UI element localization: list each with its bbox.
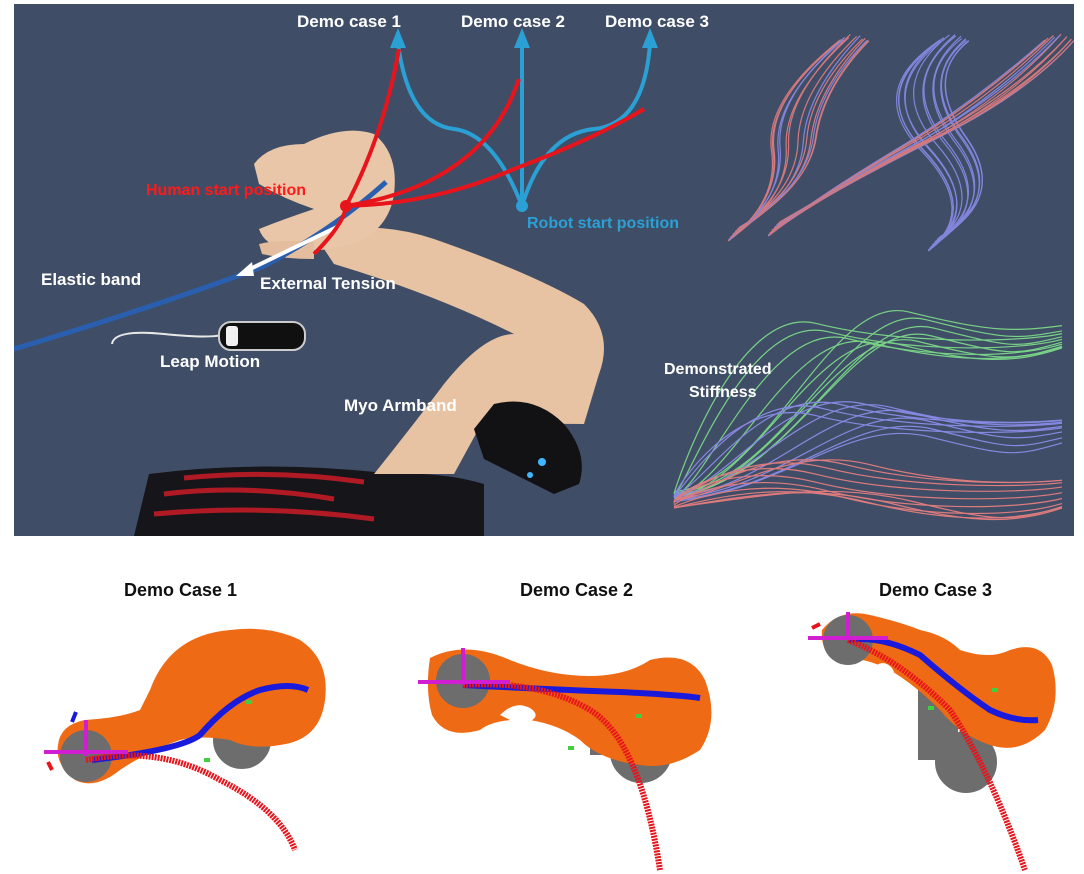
robot-trajectory-case1 (91, 683, 310, 763)
stiffness-curve (673, 405, 1063, 497)
stiffness-label-line2: Stiffness (689, 384, 757, 401)
robot-demo-paths (396, 43, 652, 207)
stiffness-curve (673, 417, 1063, 499)
stiffness-curve (673, 341, 1063, 499)
trajectory-sample (938, 39, 981, 239)
external-tension-arrow (245, 224, 340, 273)
myo-armband-label: Myo Armband (344, 396, 457, 415)
case-title-3: Demo Case 3 (879, 580, 993, 600)
stiffness-curve (673, 409, 1063, 498)
trajectory-sample (923, 35, 969, 243)
trajectory-sample (939, 40, 983, 238)
trajectory-sample (732, 34, 851, 235)
stiffness-curve (673, 491, 1063, 519)
demo-case-2-robot (418, 648, 712, 871)
robot-reproduction-panel: Demo Case 1 Demo Case 2 Demo Case 3 (0, 540, 1084, 874)
demo-case-3-label: Demo case 3 (605, 12, 709, 31)
demonstration-setup-panel: Demo case 1 Demo case 2 Demo case 3 Huma… (14, 4, 1074, 536)
demo-case-2-label: Demo case 2 (461, 12, 565, 31)
stiffness-curve (673, 333, 1063, 497)
stiffness-curve (673, 321, 1063, 495)
human-start-label: Human start position (146, 182, 307, 199)
myo-armband-device (474, 401, 582, 494)
demo-case-1-robot (44, 628, 326, 852)
setup-illustration (14, 28, 1074, 536)
demo-case-1-label: Demo case 1 (297, 12, 401, 31)
stiffness-profiles (673, 309, 1063, 521)
trajectory-sample (904, 37, 958, 249)
stiffness-curve (673, 425, 1063, 501)
stiffness-curve (673, 309, 1063, 493)
trajectory-sample (729, 36, 846, 238)
demonstrated-trajectories (727, 33, 1074, 252)
robot-simulations (44, 612, 1056, 871)
trajectory-sample (728, 39, 842, 241)
trajectory-sample (728, 40, 841, 242)
stiffness-curve (673, 482, 1063, 508)
trajectory-sample (738, 40, 868, 228)
trajectory-sample (896, 40, 953, 252)
trajectory-sample (734, 36, 858, 233)
stiffness-curve (673, 336, 1063, 498)
trajectory-sample (768, 40, 1047, 237)
hand (254, 130, 395, 251)
demo-case-3-robot (808, 612, 1056, 871)
stiffness-curve (673, 487, 1063, 515)
robot-trajectory-case3 (847, 636, 1039, 724)
stiffness-curve (673, 412, 1063, 498)
trajectory-sample (913, 34, 963, 246)
stiffness-curve (673, 317, 1063, 494)
stiffness-curve (673, 462, 1063, 502)
human-trajectory-case3 (846, 637, 1028, 871)
shirt-stripes (153, 471, 375, 522)
elastic-band-label: Elastic band (41, 270, 142, 289)
trajectory-sample (737, 38, 863, 230)
human-trajectory-case1 (85, 752, 298, 852)
trajectory-sample (904, 38, 958, 250)
human-demo-paths (344, 48, 646, 208)
leap-motion-cable (111, 331, 225, 345)
stiffness-curve (673, 468, 1063, 503)
trajectory-sample (729, 39, 844, 241)
robot-trajectory-case2 (462, 682, 701, 701)
trajectory-sample (933, 38, 976, 240)
stiffness-curve (673, 492, 1063, 521)
case-title-1: Demo Case 1 (124, 580, 238, 600)
stiffness-label-line1: Demonstrated (664, 361, 772, 378)
human-trajectory-case2 (462, 681, 663, 871)
stiffness-curve (673, 459, 1063, 501)
stiffness-curve (673, 329, 1063, 497)
robot-start-label: Robot start position (527, 215, 679, 232)
trajectory-sample (727, 40, 840, 242)
trajectory-sample (731, 37, 850, 239)
leap-motion-device (218, 321, 306, 351)
trajectory-sample (898, 40, 954, 252)
case-title-2: Demo Case 2 (520, 580, 634, 600)
leap-motion-label: Leap Motion (160, 352, 261, 371)
external-tension-label: External Tension (260, 274, 396, 293)
striped-shirt (134, 466, 484, 536)
